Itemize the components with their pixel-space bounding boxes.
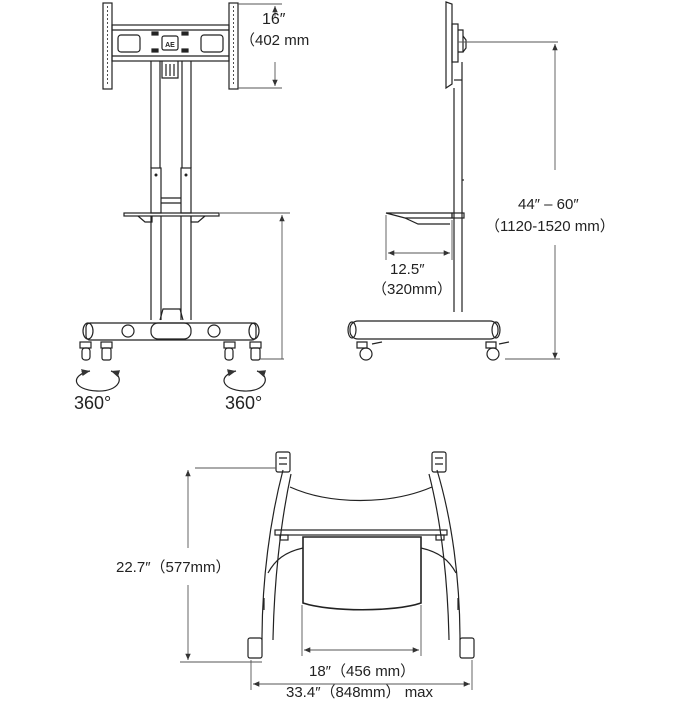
side-view (347, 1, 560, 361)
svg-text:AE: AE (165, 42, 175, 49)
shelf-width-label: 18″（456 mm） (309, 663, 416, 680)
height-range-inches-label: 44″ – 60″ (518, 196, 579, 213)
height-range-mm-label: （1120-1520 mm） (485, 218, 615, 235)
rotation-left-label: 360° (74, 393, 112, 413)
shelf-depth-mm-label: （320mm） (372, 281, 453, 298)
front-view: AE (76, 2, 290, 392)
rotation-right-label: 360° (225, 393, 263, 413)
shelf-depth-inches-label: 12.5″ (390, 261, 425, 278)
vesa-height-inches-label: 16″ (262, 11, 286, 28)
base-width-label: 33.4″（848mm） max (286, 684, 434, 701)
top-view (180, 451, 475, 690)
vesa-height-mm-label: （402 mm (240, 32, 310, 49)
base-depth-label: 22.7″（577mm） (116, 559, 231, 576)
